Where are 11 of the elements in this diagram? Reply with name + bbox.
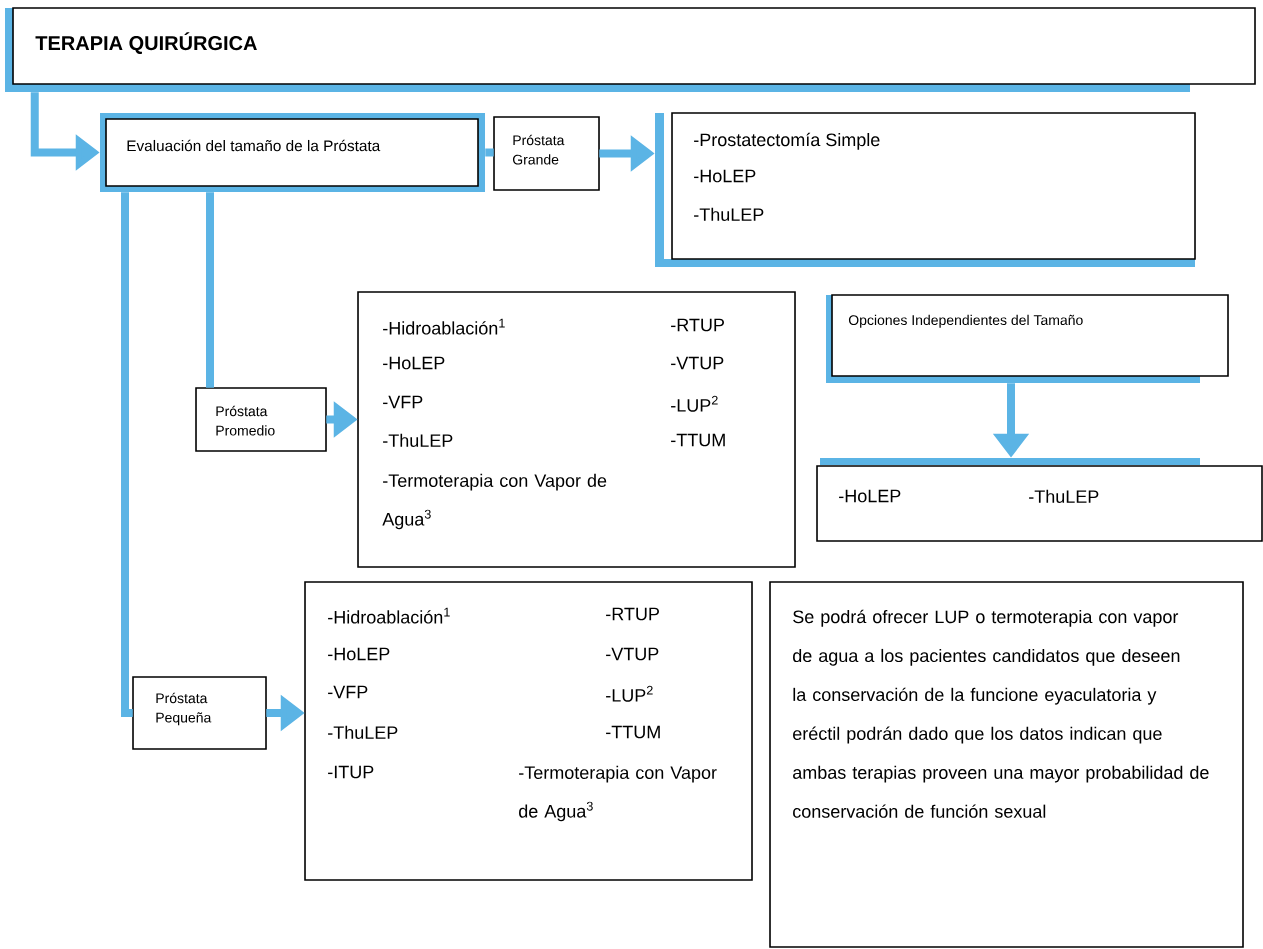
title-box: TERAPIA QUIRÚRGICA	[5, 7, 1256, 92]
process-box: Evaluación del tamaño de la Próstata	[100, 113, 485, 192]
category-box: Próstata Grande	[493, 116, 600, 191]
options-box: -HoLEP -ThuLEP	[816, 458, 1263, 542]
category-box: Próstata Pequeña	[132, 676, 267, 750]
category-box: Próstata Promedio	[195, 387, 327, 452]
options-box: Opciones Independientes del Tamaño	[826, 294, 1229, 383]
note-box: Se podrá ofrecer LUP o termoterapia con vapor de agua a los pacientes candidatos que deseen la conservación de la funcione eyaculatoria y eréctil podrán dado que los datos indican que ambas terapias proveen una mayor probabilidad de conservación de función sexual	[769, 581, 1244, 948]
options-box: -Hidroablación$^{1}$ -RTUP -HoLEP -VTUP -VFP -LUP$^{2}$ -ThuLEP -TTUM -Termoterapia con Vapor de Agua$^{3}$	[357, 291, 796, 568]
options-box: -Hidroablación$^{1}$ -RTUP -HoLEP -VTUP -VFP -LUP$^{2}$ -ThuLEP -TTUM -ITUP -Termoterapia con Vapor de Agua$^{3}$	[304, 581, 753, 881]
options-box: -Prostatectomía Simple -HoLEP -ThuLEP	[655, 112, 1196, 267]
